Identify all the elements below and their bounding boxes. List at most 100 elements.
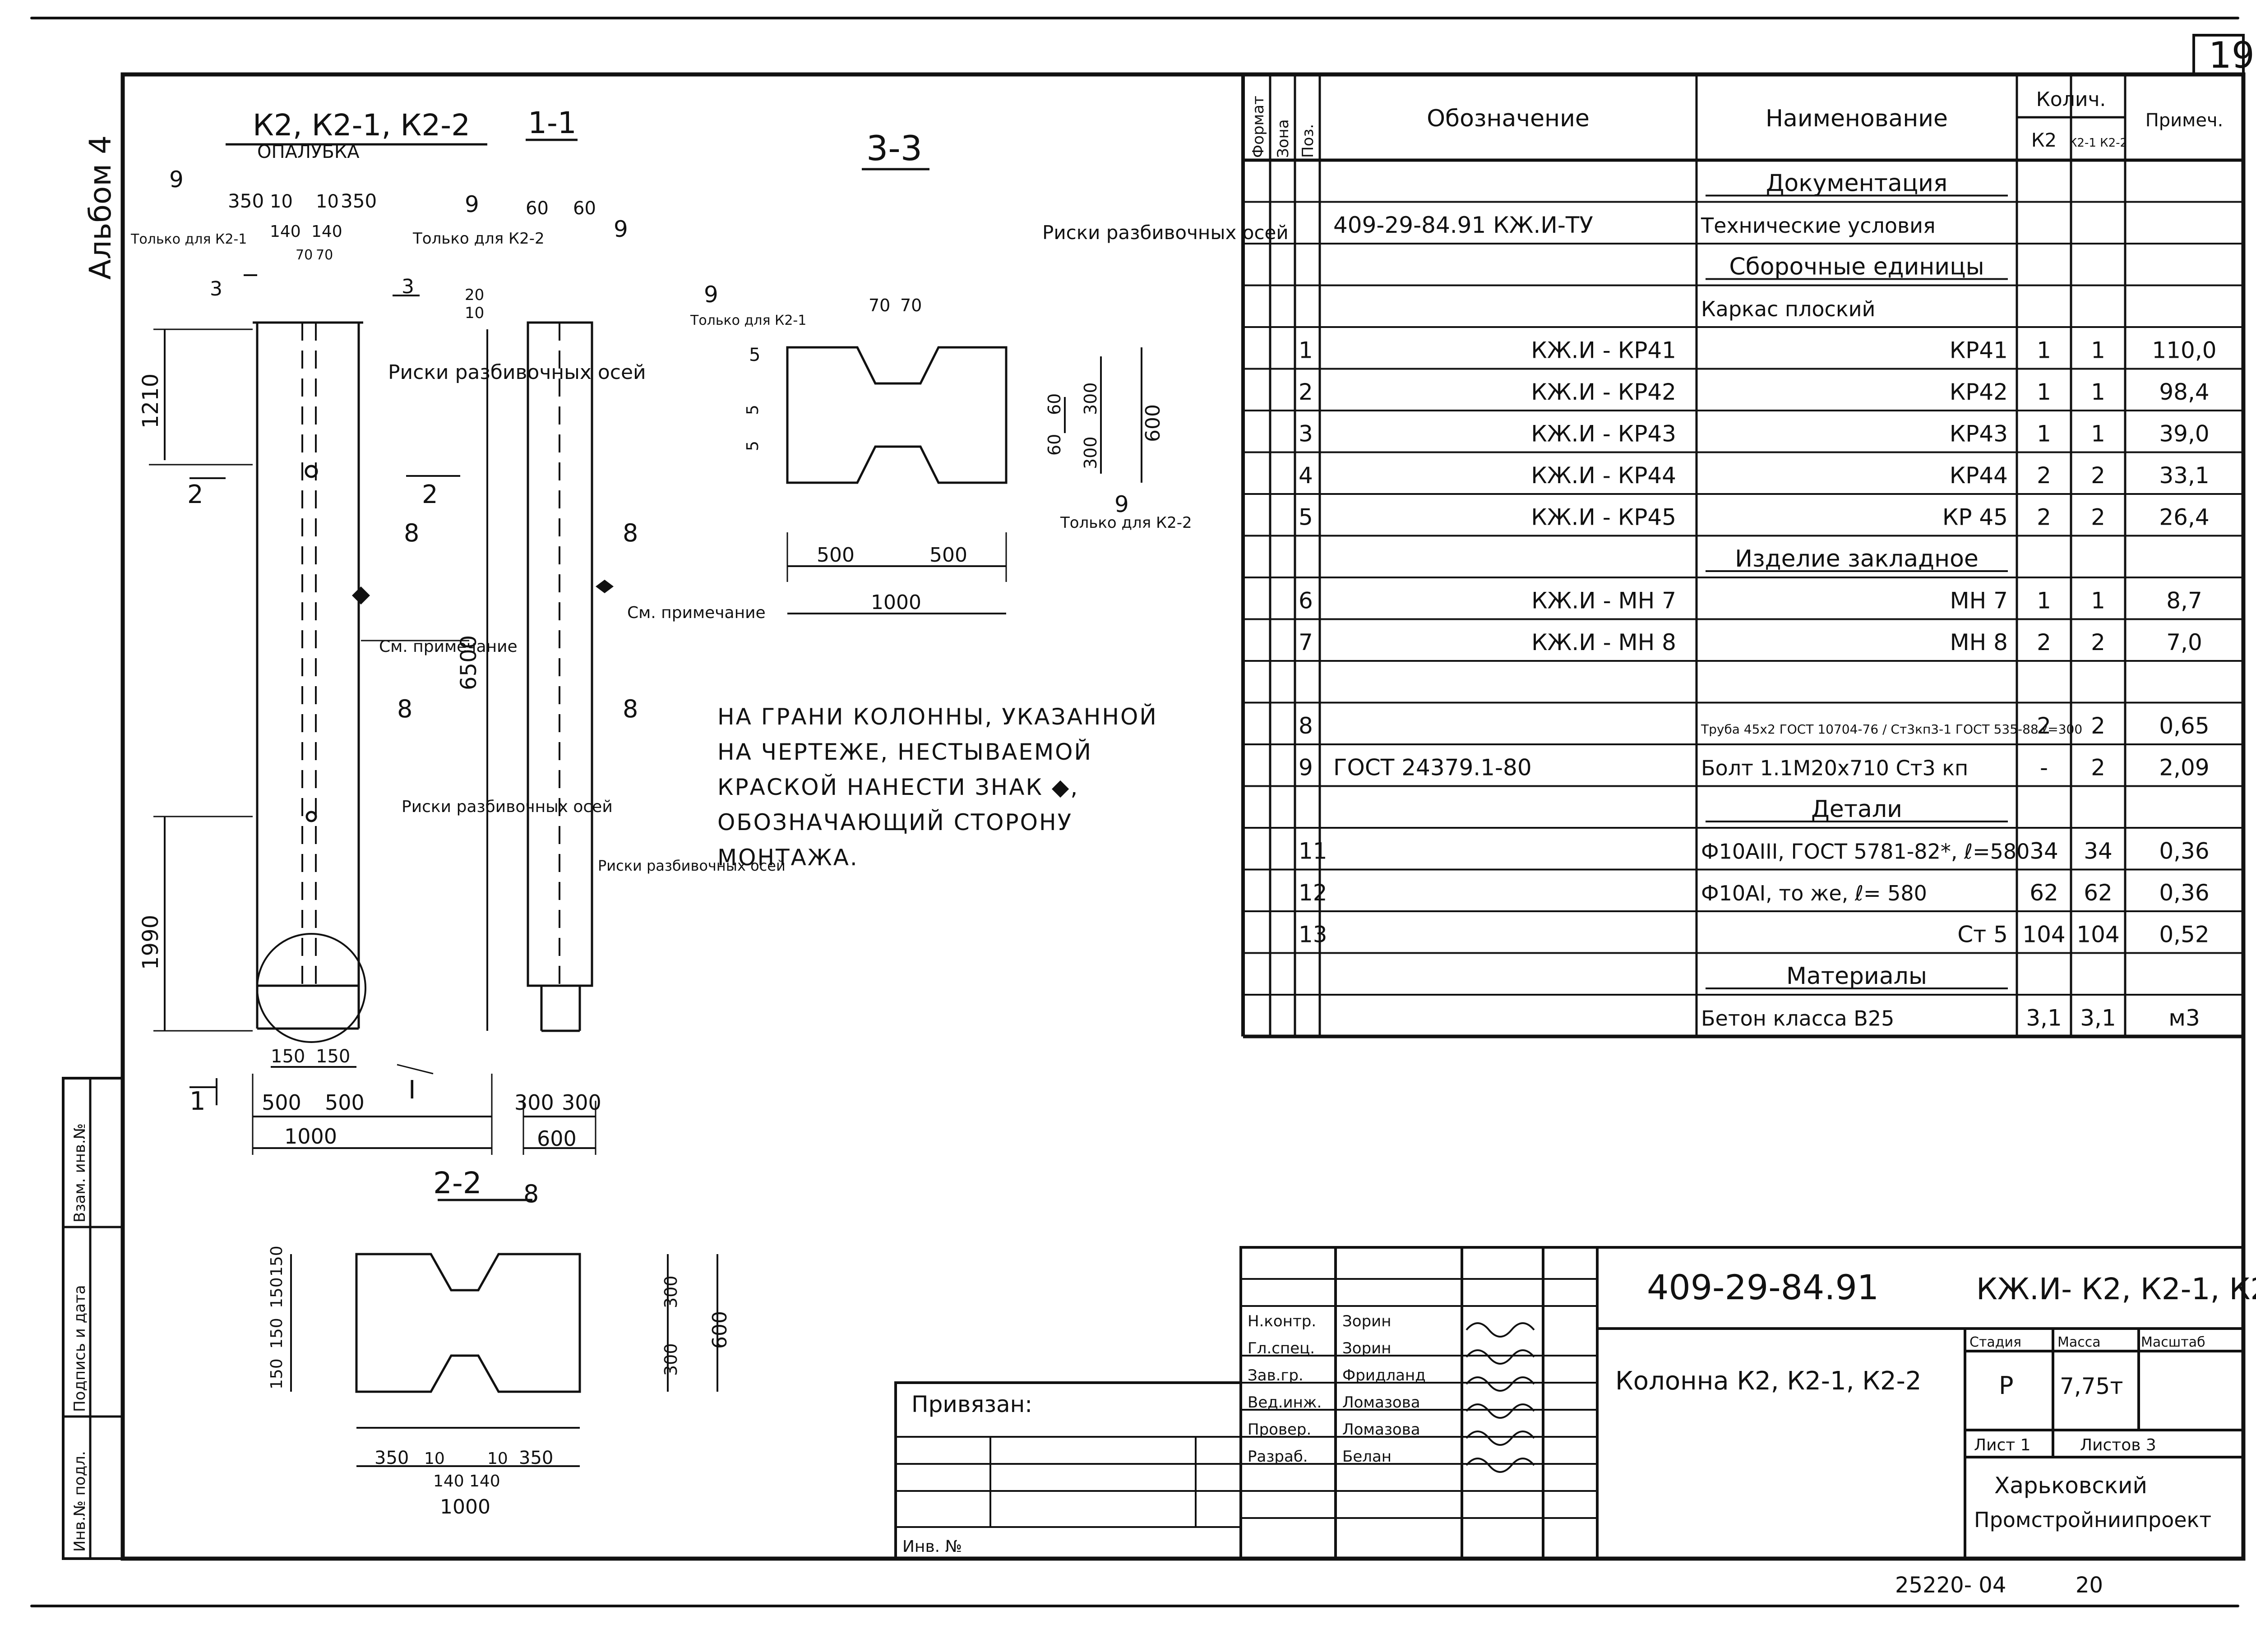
dim-150-left: 150 [271,1046,305,1067]
section-2-2-label: 2-2 [433,1166,482,1200]
spec-row-note: 0,36 [2159,838,2209,864]
s33-dim-70-b: 70 [900,295,922,315]
see-note-a: См. примечание [379,637,518,656]
formwork-subtitle: ОПАЛУБКА [257,142,360,162]
spec-row-designation: ГОСТ 24379.1-80 [1333,755,1532,781]
s22-dim-150-c: 150 [268,1318,286,1349]
role-name: Ломазова [1342,1421,1420,1439]
signature-scribble [1465,1376,1535,1392]
node-mark-I: I [408,1075,416,1105]
spec-row-note: 7,0 [2166,629,2202,655]
drawing-title: Колонна К2, К2-1, К2-2 [1615,1366,1921,1396]
spec-row-note: 98,4 [2159,379,2209,405]
spec-row-qty-k2: 34 [2029,838,2058,864]
bound-label: Привязан: [911,1391,1032,1417]
role-label: Вед.инж. [1248,1394,1322,1412]
cut-mark-3-left: 3 [210,277,222,300]
s33-only-k22: Только для К2-2 [1060,514,1192,532]
dim-1990: 1990 [138,915,163,970]
col-note-header: Примеч. [2145,110,2224,131]
s22-dim-150-a: 150 [268,1246,286,1277]
dim-70-left: 70 [296,247,313,263]
spec-row-qty-k2: 104 [2022,922,2065,948]
spec-row-name: КР 45 [1942,504,2008,531]
doc-code: 409-29-84.91 [1647,1267,1879,1307]
scale-label: Масштаб [2141,1334,2205,1350]
spec-row-qty-k21: 2 [2091,629,2105,655]
spec-row-qty-k2: 1 [2037,379,2051,405]
spec-row-qty-k21: 1 [2091,379,2105,405]
spec-row-note: 0,36 [2159,880,2209,906]
inv-label: Инв. № [902,1537,962,1556]
stamp-signature-date: Подпись и дата [71,1285,89,1412]
spec-row-qty-k2: 62 [2029,880,2058,906]
spec-row-qty-k21: 104 [2076,922,2119,948]
spec-row-qty-k21: 2 [2091,462,2105,489]
s33-riski: Риски разбивочных осей [1042,221,1289,244]
spec-row-note: 8,7 [2166,588,2202,614]
role-name: Фридланд [1342,1366,1426,1384]
dim-140-left: 140 [270,222,301,241]
stage-value: Р [1999,1371,2014,1400]
spec-row-note: м3 [2168,1005,2200,1031]
signature-scribble [1465,1458,1535,1473]
col-name-header: Наименование [1766,105,1948,132]
spec-row-name: Труба 45х2 ГОСТ 10704-76 / Ст3кп3-1 ГОСТ… [1701,722,2082,737]
dim-10-right: 10 [316,191,339,212]
s33-dim-300-b: 300 [1081,436,1100,469]
col-k21-header: К2-1 К2-2 [2069,136,2127,150]
only-k22-note: Только для К2-2 [412,230,545,248]
title-block [894,1246,2245,1560]
sheet-number-box [2192,34,2245,76]
dim-150-right: 150 [316,1046,350,1067]
s22-dim-300-b: 300 [661,1343,681,1376]
s33-dim-70-a: 70 [869,295,890,315]
org-line-2: Промстройниипроект [1974,1508,2211,1532]
column-elevation-section-1-1 [522,321,596,1155]
spec-row-name: КР42 [1950,379,2008,405]
spec-row-designation: КЖ.И - КР42 [1531,379,1676,405]
s33-pos-9: 9 [704,281,718,308]
role-label: Разраб. [1248,1448,1308,1466]
spec-row-qty-k2: - [2040,755,2048,781]
spec-section-heading: Изделие закладное [1735,545,1979,572]
s33-dim-1000: 1000 [871,591,921,614]
dim-350-right: 350 [341,190,377,212]
role-name: Ломазова [1342,1394,1420,1412]
s33-dim-60-b: 60 [1045,434,1064,456]
s22-dim-350-a: 350 [374,1448,409,1468]
spec-row-designation: КЖ.И - КР44 [1531,462,1676,489]
s22-pos-8: 8 [523,1180,539,1208]
s33-dim-60-a: 60 [1045,393,1064,415]
bottom-code: 25220- 04 [1895,1573,2006,1598]
spec-row-pos: 3 [1299,421,1313,447]
s33-dim-500-b: 500 [929,544,967,567]
montage-note: На грани колонны, указанной на чертеже, … [717,704,1156,871]
spec-row-qty-k21: 62 [2084,880,2113,906]
mount-side-mark-icon [352,586,370,605]
spec-row-designation: КЖ.И - КР45 [1531,504,1676,531]
spec-row-pos: 9 [1299,755,1313,781]
spec-row-pos: 6 [1299,588,1313,614]
formwork-title: К2, К2-1, К2-2 [253,108,470,143]
dim-6500: 6500 [456,635,481,690]
spec-row-note: 39,0 [2159,421,2209,447]
dim-60-left: 60 [526,198,549,219]
s22-dim-1000: 1000 [440,1495,490,1518]
dim-60-right: 60 [573,198,596,219]
dim-70-right: 70 [316,247,333,263]
spec-row-pos: 8 [1299,713,1313,739]
spec-row-name: КР44 [1950,462,2008,489]
spec-row-pos: 2 [1299,379,1313,405]
s22-dim-140-b: 140 [469,1472,500,1490]
s22-dim-140-a: 140 [433,1472,464,1490]
spec-row-note: 110,0 [2152,337,2216,364]
dim-20: 20 [465,286,484,304]
spec-row-pos: 12 [1299,880,1327,906]
spec-row-name: МН 8 [1950,629,2008,655]
s33-dim-5-b: 5 [744,405,762,415]
role-label: Провер. [1248,1421,1311,1439]
dim-500-right: 500 [325,1090,365,1115]
spec-row-designation: 409-29-84.91 КЖ.И-ТУ [1333,212,1593,238]
